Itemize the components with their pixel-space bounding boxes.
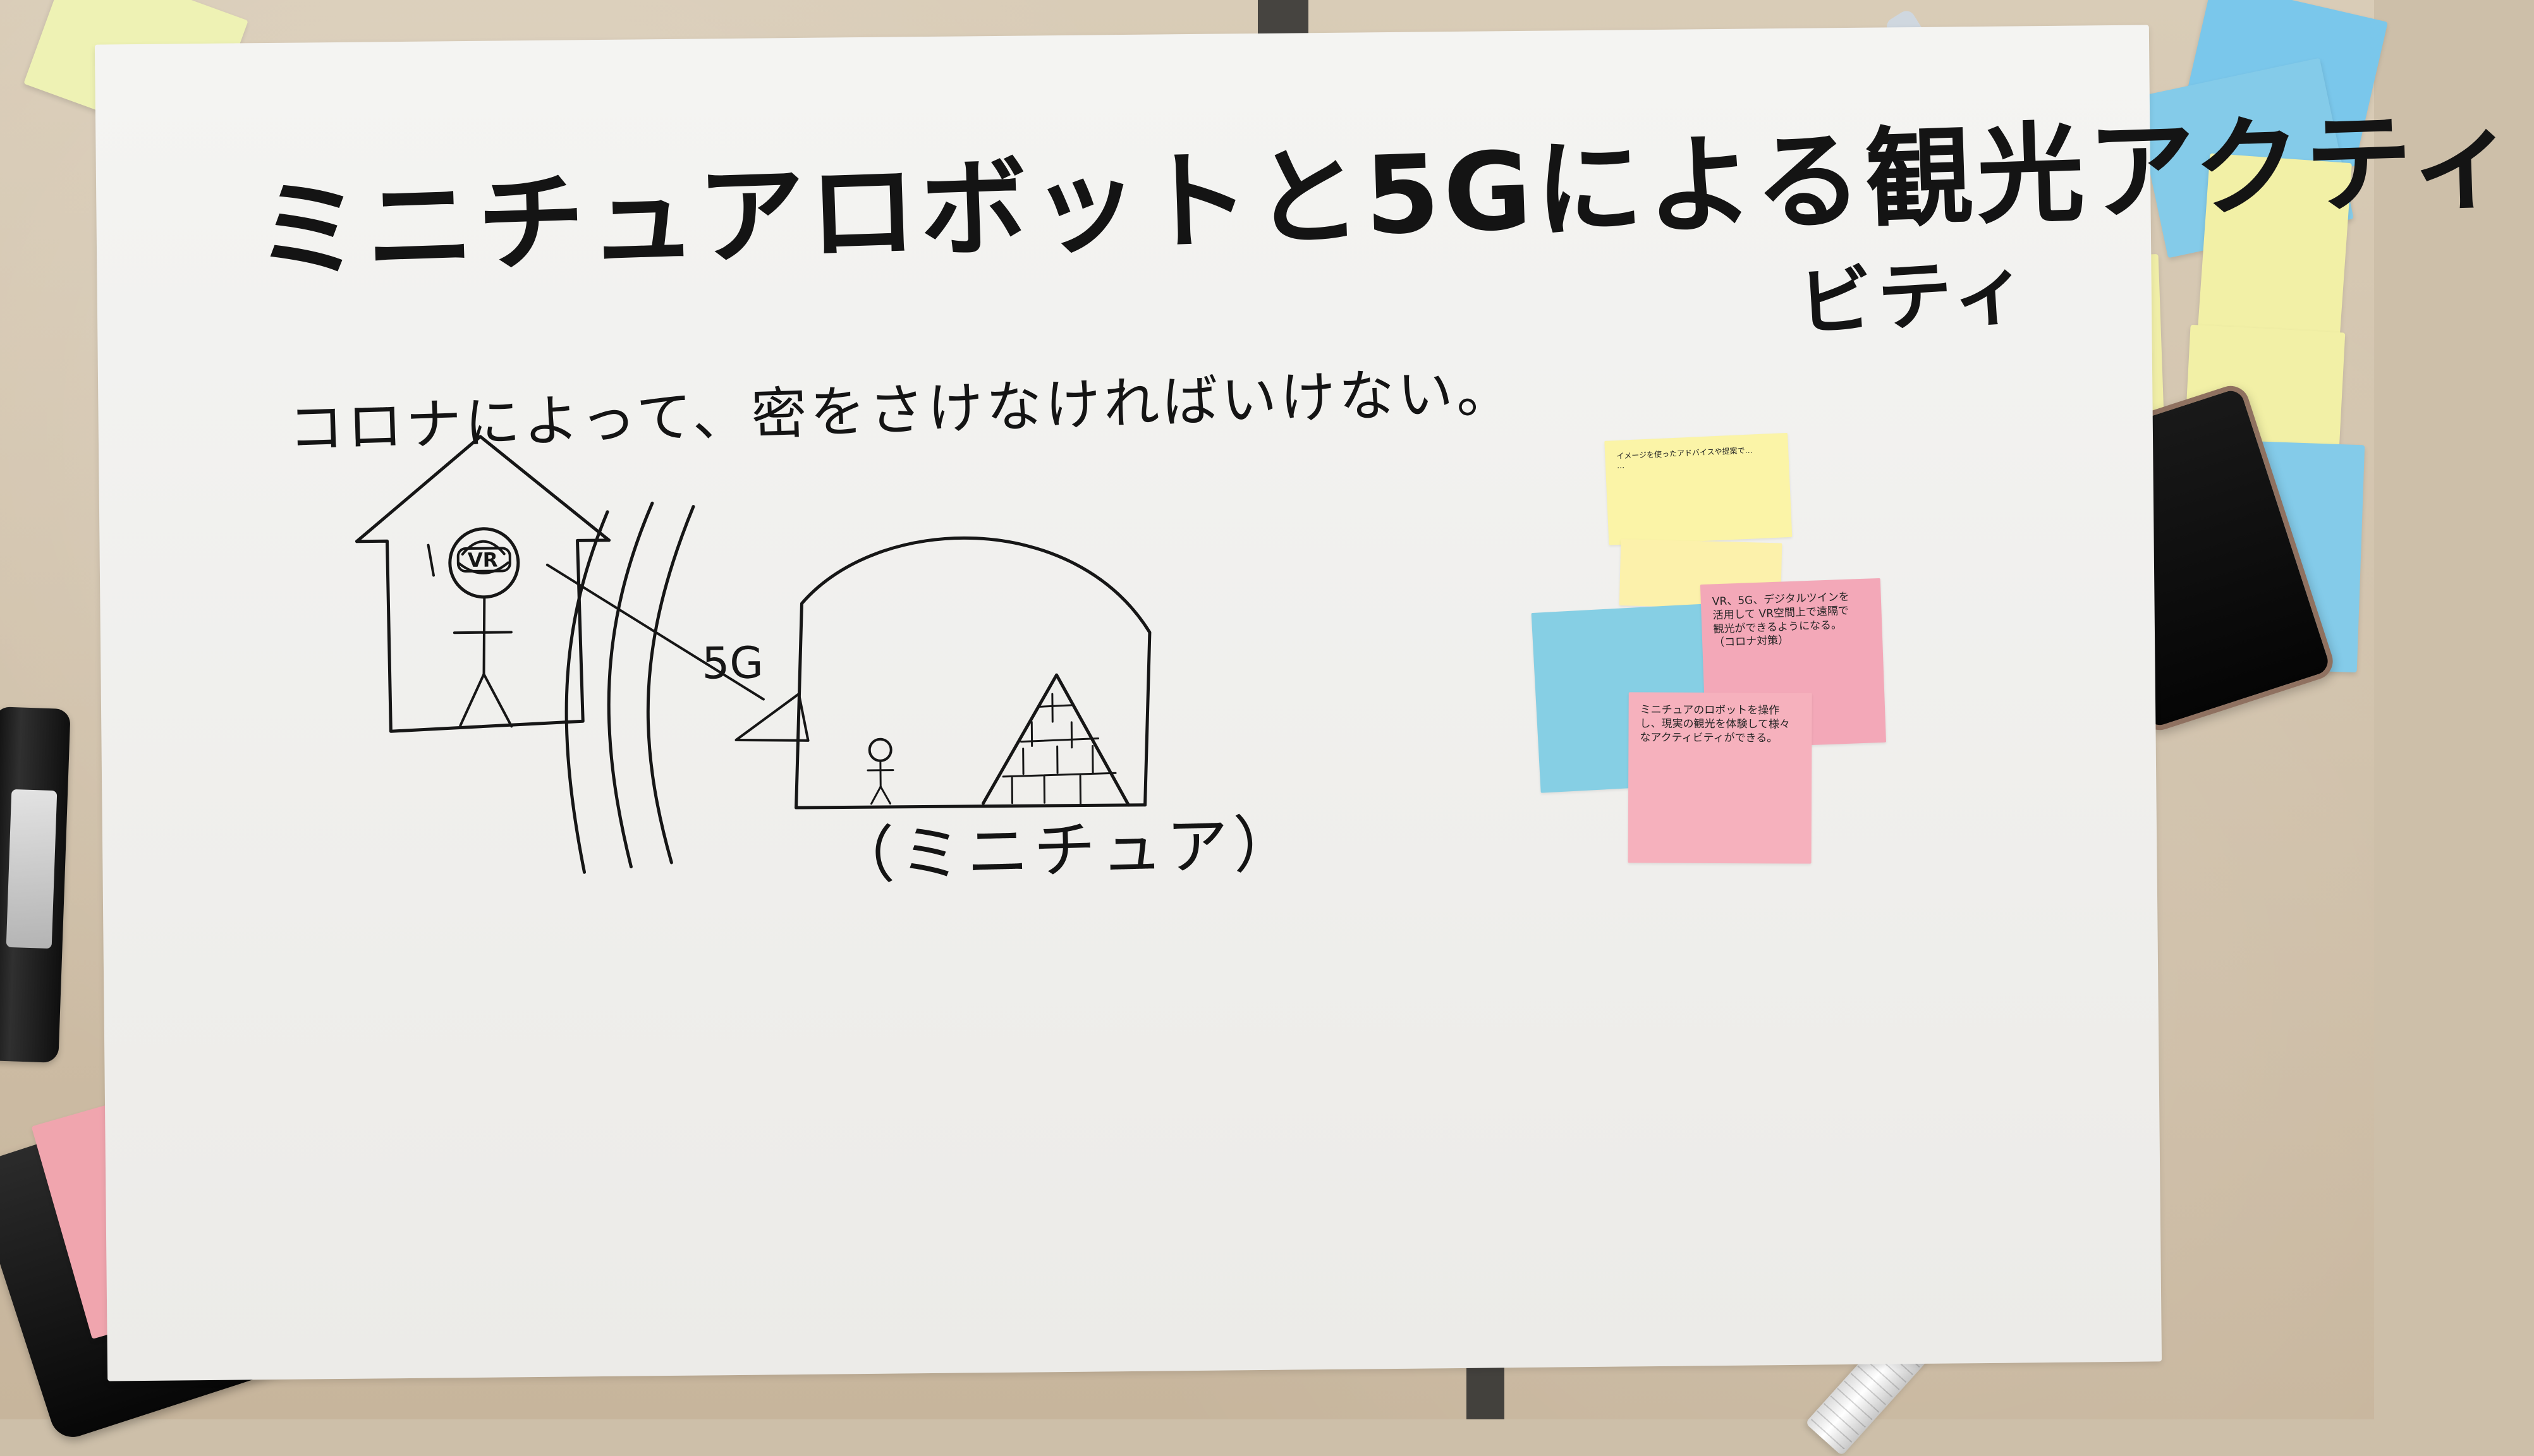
house-sketch-icon <box>355 435 611 733</box>
sticky-note-pink-bottom-text: ミニチュアのロボットを操作し、現実の観光を体験して様々なアクティビティができる。 <box>1640 703 1791 744</box>
signal-wave-2 <box>607 501 654 869</box>
sticky-note-yellow-bottom-text <box>1632 551 1770 555</box>
marker-left-label <box>6 789 58 949</box>
sticky-note-blue-text <box>1544 616 1698 624</box>
poster-paper: ミニチュアロボットと5Gによる観光アクティ ビティ コロナによって、密をさけなけ… <box>94 25 2523 1381</box>
signal-wave-1 <box>564 510 609 874</box>
table-seam-bottom <box>1466 1365 1504 1419</box>
poster-drawing: VR 5G <box>355 435 1152 874</box>
vr-label <box>456 547 511 573</box>
small-person-icon <box>867 737 894 805</box>
sticky-note-yellow-top-text: イメージを使ったアドバイスや提案で… … <box>1616 446 1753 471</box>
signal-5g-text: 5G <box>702 638 764 689</box>
signal-triangle <box>734 693 810 742</box>
sticky-note-pink-bottom: ミニチュアのロボットを操作し、現実の観光を体験して様々なアクティビティができる。 <box>1628 692 1812 864</box>
signal-line <box>545 563 765 701</box>
vr-text: VR <box>468 549 498 572</box>
stick-figure-icon <box>448 527 520 728</box>
pyramid-sketch-icon <box>982 673 1131 807</box>
dome-sketch <box>795 536 1152 810</box>
sticky-note-yellow-top: イメージを使ったアドバイスや提案で… … <box>1604 432 1793 545</box>
sticky-note-pink-top-text: VR、5G、デジタルツインを 活用して VR空間上で遠隔で 観光ができるようにな… <box>1712 590 1850 650</box>
signal-wave-3 <box>646 505 695 864</box>
table-seam-top <box>1258 0 1308 38</box>
